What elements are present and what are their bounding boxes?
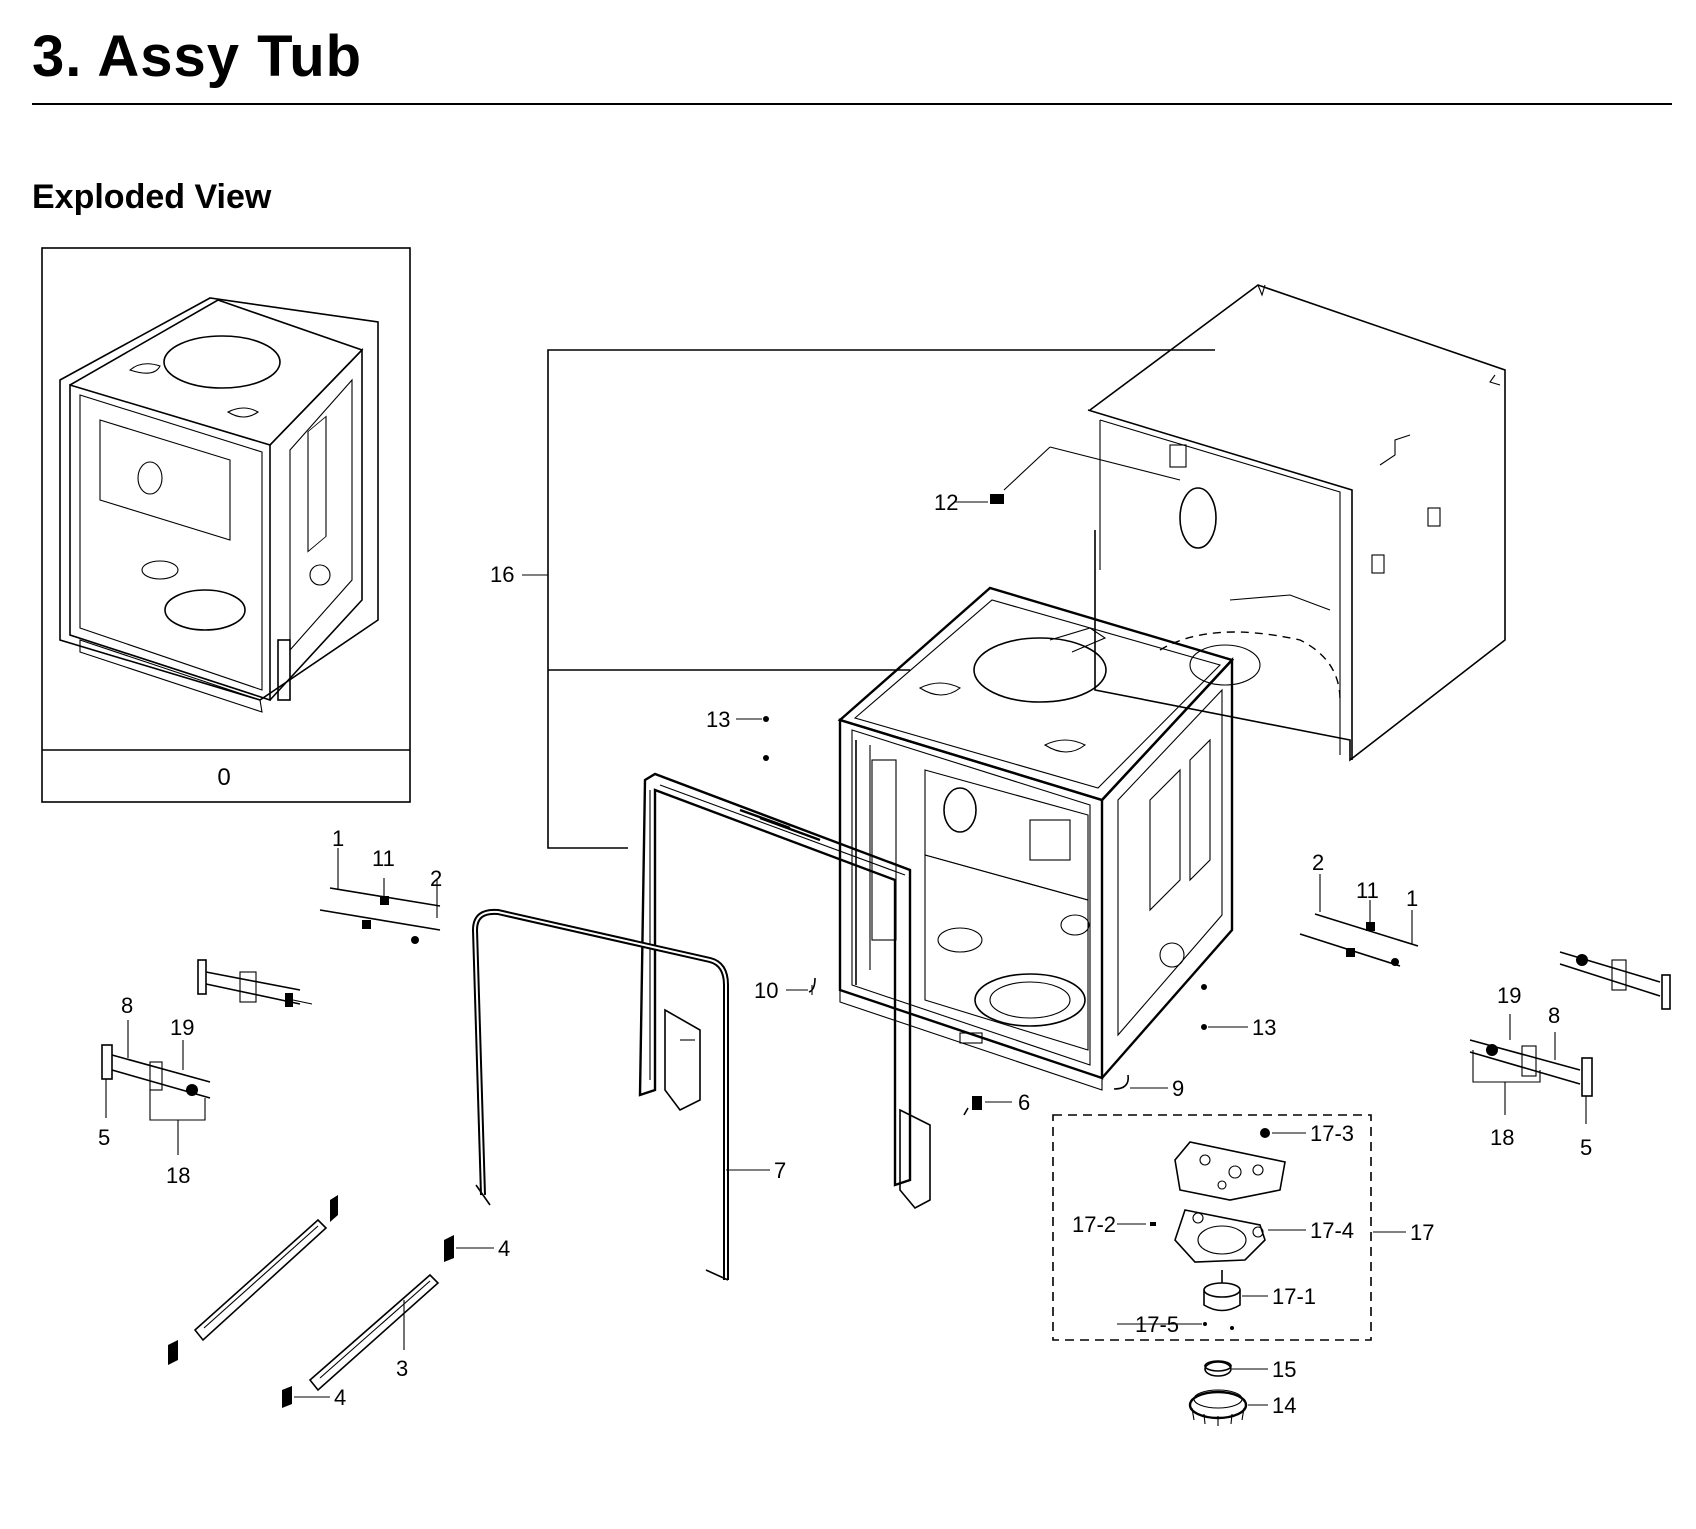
part-10-hook: 10 — [754, 977, 816, 1003]
callout-17: 17 — [1410, 1220, 1434, 1245]
left-hinge-screws: 1 11 2 — [319, 826, 442, 944]
part-12-clip: 12 — [934, 446, 1181, 515]
callout-19-left: 19 — [170, 1015, 194, 1040]
seal-15: 15 — [1204, 1357, 1296, 1382]
callout-5-left: 5 — [98, 1125, 110, 1150]
sump-assembly-group: 17-3 17-4 17-2 17-1 17-5 17 — [1052, 1114, 1434, 1341]
title-divider — [32, 103, 1672, 105]
right-hinge-screws: 2 11 1 — [1299, 850, 1418, 967]
part-9-hose: 9 — [1113, 1074, 1184, 1101]
callout-7: 7 — [774, 1158, 786, 1183]
callout-3: 3 — [396, 1356, 408, 1381]
left-hinge-upper — [197, 959, 313, 1007]
callout-15: 15 — [1272, 1357, 1296, 1382]
callout-17-4: 17-4 — [1310, 1218, 1354, 1243]
callout-1-left: 1 — [332, 826, 344, 851]
inset-label: 0 — [217, 764, 230, 791]
callout-10: 10 — [754, 978, 778, 1003]
callout-17-5: 17-5 — [1135, 1312, 1179, 1337]
callout-6: 6 — [1018, 1090, 1030, 1115]
callout-1-right: 1 — [1406, 886, 1418, 911]
callout-19-right: 19 — [1497, 983, 1521, 1008]
main-tub — [837, 586, 1235, 1091]
callout-13-top: 13 — [706, 707, 730, 732]
left-hinge-lower: 8 19 5 18 — [98, 993, 211, 1188]
ring-14: 14 — [1188, 1389, 1296, 1426]
assembled-tub-inset: 0 — [41, 247, 411, 803]
callout-17-1: 17-1 — [1272, 1284, 1316, 1309]
part-6-bolt: 6 — [963, 1090, 1030, 1116]
callout-4-upper: 4 — [498, 1236, 510, 1261]
callout-8-left: 8 — [121, 993, 133, 1018]
callout-16: 16 — [490, 562, 514, 587]
rail-left — [168, 1195, 338, 1365]
part-13-screws: 13 13 — [706, 707, 1276, 1040]
door-gasket: 7 — [471, 908, 786, 1281]
callout-12: 12 — [934, 490, 958, 515]
callout-17-2: 17-2 — [1072, 1212, 1116, 1237]
right-hinge-lower: 19 8 18 5 — [1469, 983, 1593, 1160]
callout-18-left: 18 — [166, 1163, 190, 1188]
callout-18-right: 18 — [1490, 1125, 1514, 1150]
callout-11-right: 11 — [1356, 878, 1379, 903]
page-title: 3. Assy Tub — [32, 24, 363, 89]
callout-17-3: 17-3 — [1310, 1121, 1354, 1146]
right-hinge-upper — [1559, 951, 1671, 1010]
callout-14: 14 — [1272, 1393, 1296, 1418]
callout-2-right: 2 — [1312, 850, 1324, 875]
section-subtitle: Exploded View — [32, 178, 272, 216]
callout-11-left: 11 — [372, 846, 395, 871]
door-frame — [638, 772, 931, 1210]
callout-9: 9 — [1172, 1076, 1184, 1101]
outer-cabinet — [1087, 284, 1506, 762]
callout-2-left: 2 — [430, 866, 442, 891]
callout-5-right: 5 — [1580, 1135, 1592, 1160]
callout-13-right: 13 — [1252, 1015, 1276, 1040]
rail-right: 3 4 4 — [282, 1235, 510, 1410]
callout-8-right: 8 — [1548, 1003, 1560, 1028]
callout-4-lower: 4 — [334, 1385, 346, 1410]
bracket-16-lines: 16 — [490, 349, 1215, 849]
